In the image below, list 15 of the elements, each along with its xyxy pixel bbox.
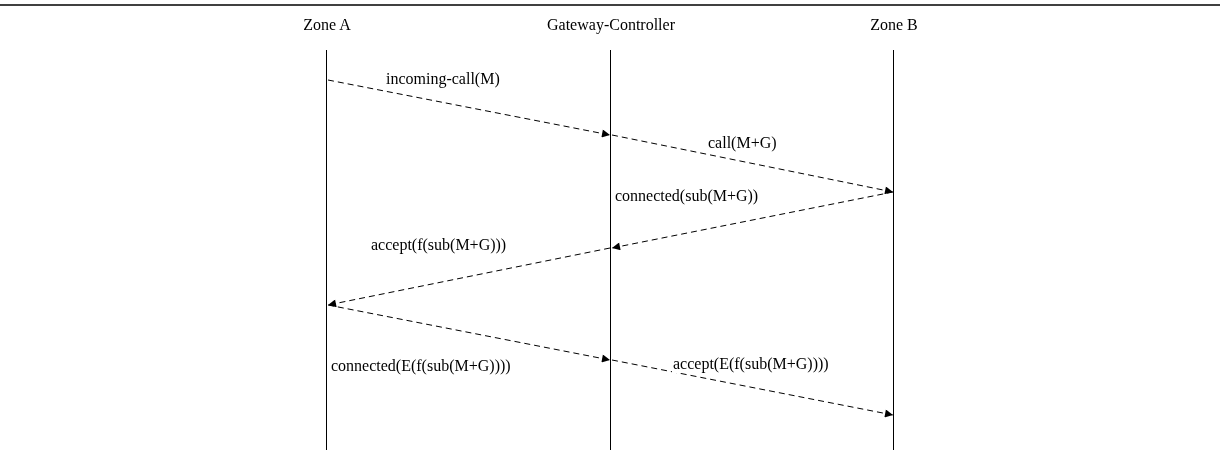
message-arrow: [327, 79, 611, 138]
message-arrow: [611, 191, 894, 251]
participant-label: Gateway-Controller: [546, 15, 676, 36]
participant-label: Zone B: [869, 15, 919, 35]
edge-label: connected(sub(M+G)): [614, 187, 760, 205]
edge-label: incoming-call(M): [385, 70, 501, 88]
message-arrow: [327, 247, 611, 308]
edge-label: connected(E(f(sub(M+G)))): [330, 357, 512, 375]
edge-label: call(M+G): [707, 134, 778, 152]
message-arrow: [327, 304, 611, 363]
message-arrow: [611, 359, 894, 418]
edge-label: accept(E(f(sub(M+G)))): [672, 355, 830, 373]
message-arrow: [611, 134, 894, 195]
participant-label: Zone A: [302, 15, 352, 35]
edge-label: accept(f(sub(M+G))): [370, 236, 508, 254]
